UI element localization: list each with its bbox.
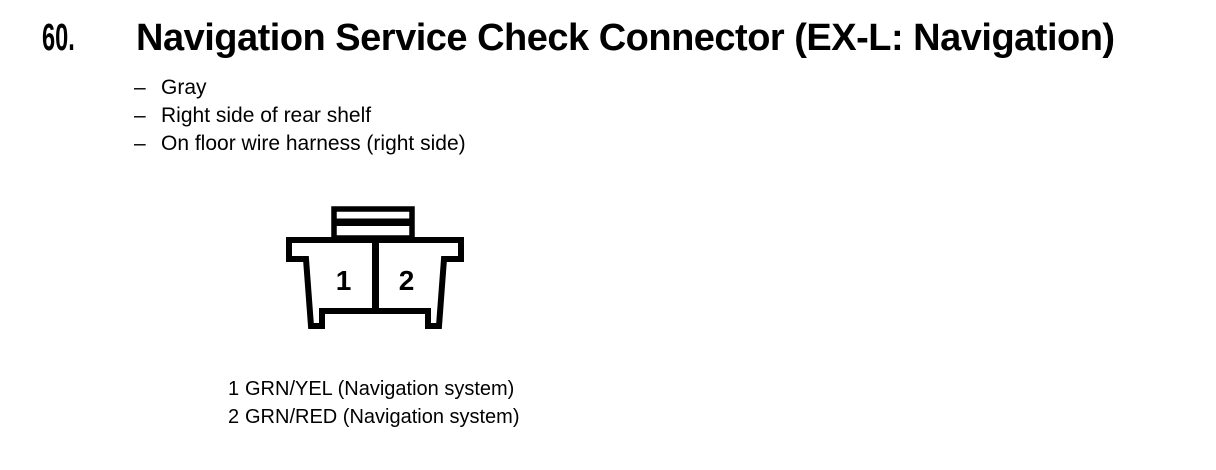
detail-text: On floor wire harness (right side) [161, 132, 466, 155]
detail-list: –Gray –Right side of rear shelf –On floo… [134, 74, 466, 158]
connector-drawing: 1 2 [286, 206, 464, 329]
entry-number: 60. [42, 17, 75, 59]
detail-text: Right side of rear shelf [161, 104, 372, 127]
pin-label: GRN/RED (Navigation system) [245, 406, 520, 428]
pin-number: 2 [228, 406, 240, 428]
connector-diagram: 1 2 [270, 195, 480, 340]
detail-item-location: –Right side of rear shelf [134, 102, 466, 130]
entry-title: Navigation Service Check Connector (EX-L… [136, 17, 1115, 59]
detail-item-harness: –On floor wire harness (right side) [134, 130, 466, 158]
detail-text: Gray [161, 76, 207, 99]
dash-bullet: – [134, 104, 146, 127]
cavity-number-1: 1 [336, 265, 352, 296]
dash-bullet: – [134, 76, 146, 99]
entry-heading: 60. Navigation Service Check Connector (… [0, 18, 1216, 62]
dash-bullet: – [134, 132, 146, 155]
detail-item-color: –Gray [134, 74, 466, 102]
cavity-number-2: 2 [399, 265, 415, 296]
connector-latch-bar [332, 218, 414, 226]
pin-label: GRN/YEL (Navigation system) [245, 378, 515, 400]
pin-number: 1 [228, 378, 240, 400]
